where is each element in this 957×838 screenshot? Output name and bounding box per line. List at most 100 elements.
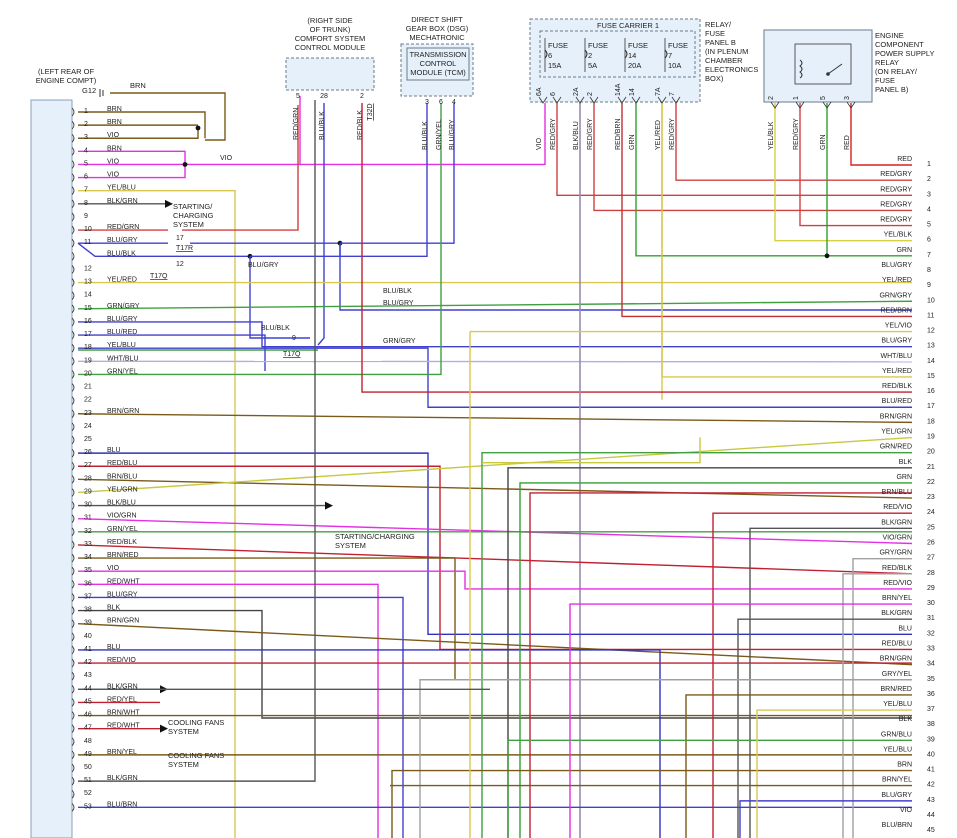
wire [78, 321, 912, 348]
right-wire-label: GRN [896, 247, 912, 254]
pin-bracket [71, 619, 75, 628]
left-pin-number: 9 [84, 213, 88, 220]
pin-bracket [71, 133, 75, 143]
wire [249, 256, 310, 339]
right-wire-label: BLU/GRY [881, 792, 912, 799]
wire [507, 467, 912, 838]
right-wire-number: 9 [927, 282, 931, 289]
comfort-module-box [285, 57, 375, 91]
left-pin-number: 5 [84, 160, 88, 167]
left-pin-wire-label: WHT/BLU [107, 355, 139, 362]
fuse-pin-number: 7A [655, 87, 662, 96]
right-wire-label: YEL/BLU [883, 701, 912, 708]
dsg-title-2: GEAR BOX (DSG) [406, 24, 469, 33]
wire [77, 622, 913, 666]
left-pin-number: 53 [84, 803, 92, 810]
pin-bracket [71, 304, 75, 314]
right-wire-label: BRN/YEL [882, 777, 912, 784]
left-pin-number: 3 [84, 134, 88, 141]
left-pin-number: 27 [84, 462, 92, 469]
relay-title-7: PANEL B) [875, 85, 909, 94]
wire [519, 482, 912, 838]
left-pin-number: 51 [84, 777, 92, 784]
pin-bracket [71, 356, 75, 366]
left-pin-number: 39 [84, 620, 92, 627]
wire [340, 103, 455, 244]
wire [799, 103, 912, 227]
left-pin-wire-label: GRN/YEL [107, 526, 138, 533]
left-pin-wire-label: VIO [107, 565, 120, 572]
fuse-carrier-title: FUSE CARRIER 1 [597, 21, 659, 30]
right-wire-number: 1 [927, 161, 931, 168]
wire [78, 570, 912, 590]
right-wire-label: RED/BRN [880, 307, 912, 314]
pin-bracket [71, 580, 75, 589]
wire [569, 603, 912, 838]
right-wire-number: 40 [927, 751, 935, 758]
splice-t17r: T17R [176, 245, 193, 252]
relay-contact-dot [826, 72, 830, 76]
pin-bracket [71, 278, 75, 287]
right-wire-number: 28 [927, 570, 935, 577]
right-wire-number: 34 [927, 661, 935, 668]
right-wire-label: BRN [897, 762, 912, 769]
fuse-icon [624, 49, 628, 59]
right-wire-label: GRY/YEL [882, 671, 912, 678]
ref-starting-1b: CHARGING [173, 211, 214, 220]
right-wire-label: BRN/GRN [880, 656, 912, 663]
tcm-title-1: TRANSMISSION [409, 50, 466, 59]
wire [78, 452, 912, 636]
left-pin-number: 47 [84, 725, 92, 732]
wire [77, 300, 913, 310]
blu-blk-label-2: BLU/BLK [261, 325, 290, 332]
left-pin-wire-label: BRN/WHT [107, 710, 140, 717]
left-pin-number: 14 [84, 292, 92, 299]
pin-bracket [71, 593, 75, 602]
right-wire-number: 14 [927, 358, 935, 365]
pin-bracket [71, 776, 75, 786]
left-pin-wire-label: GRN/YEL [107, 368, 138, 375]
right-wire-label: BLK [899, 716, 913, 723]
relay-title-3: POWER SUPPLY [875, 49, 934, 58]
wire [749, 527, 912, 838]
wire [737, 618, 912, 838]
fuse-pin-number: 6A [536, 87, 543, 96]
left-pin-wire-label: BRN [107, 119, 122, 126]
right-wire-number: 24 [927, 509, 935, 516]
left-pin-number: 6 [84, 174, 88, 181]
left-pin-number: 12 [84, 265, 92, 272]
left-pin-number: 48 [84, 738, 92, 745]
pin-bracket [71, 173, 75, 182]
wire [556, 103, 912, 196]
right-wire-number: 13 [927, 343, 935, 350]
right-wire-number: 12 [927, 328, 935, 335]
right-wire-label: GRN/BLU [881, 731, 912, 738]
fuse-pin-number: 2 [587, 92, 594, 96]
comfort-title-4: CONTROL MODULE [295, 43, 366, 52]
pin-bracket [71, 252, 75, 261]
fuse-pin-icon [657, 96, 667, 104]
fuse-pin-icon [617, 96, 627, 104]
dsg-tcm: DIRECT SHIFT GEAR BOX (DSG) MECHATRONIC … [400, 15, 474, 150]
fuse-number: 14 [628, 51, 636, 60]
left-pin-number: 33 [84, 541, 92, 548]
left-pin-wire-label: BLK [107, 605, 121, 612]
wire [250, 103, 428, 258]
splice-dot [195, 125, 201, 131]
fuse-amps: 15A [548, 61, 561, 70]
fuse-panel-label-7: BOX) [705, 74, 724, 83]
pin-bracket [71, 750, 75, 760]
right-wire-number: 27 [927, 555, 935, 562]
wire [529, 492, 912, 838]
fuse-amps: 20A [628, 61, 641, 70]
left-pin-wire-label: BLU [107, 644, 121, 651]
right-wire-number: 2 [927, 176, 931, 183]
left-pin-wire-label: VIO [107, 158, 120, 165]
wire [391, 769, 912, 838]
wire [190, 242, 341, 257]
relay-symbol [794, 43, 852, 85]
relay-title-4: RELAY [875, 58, 899, 67]
left-pin-number: 15 [84, 305, 92, 312]
